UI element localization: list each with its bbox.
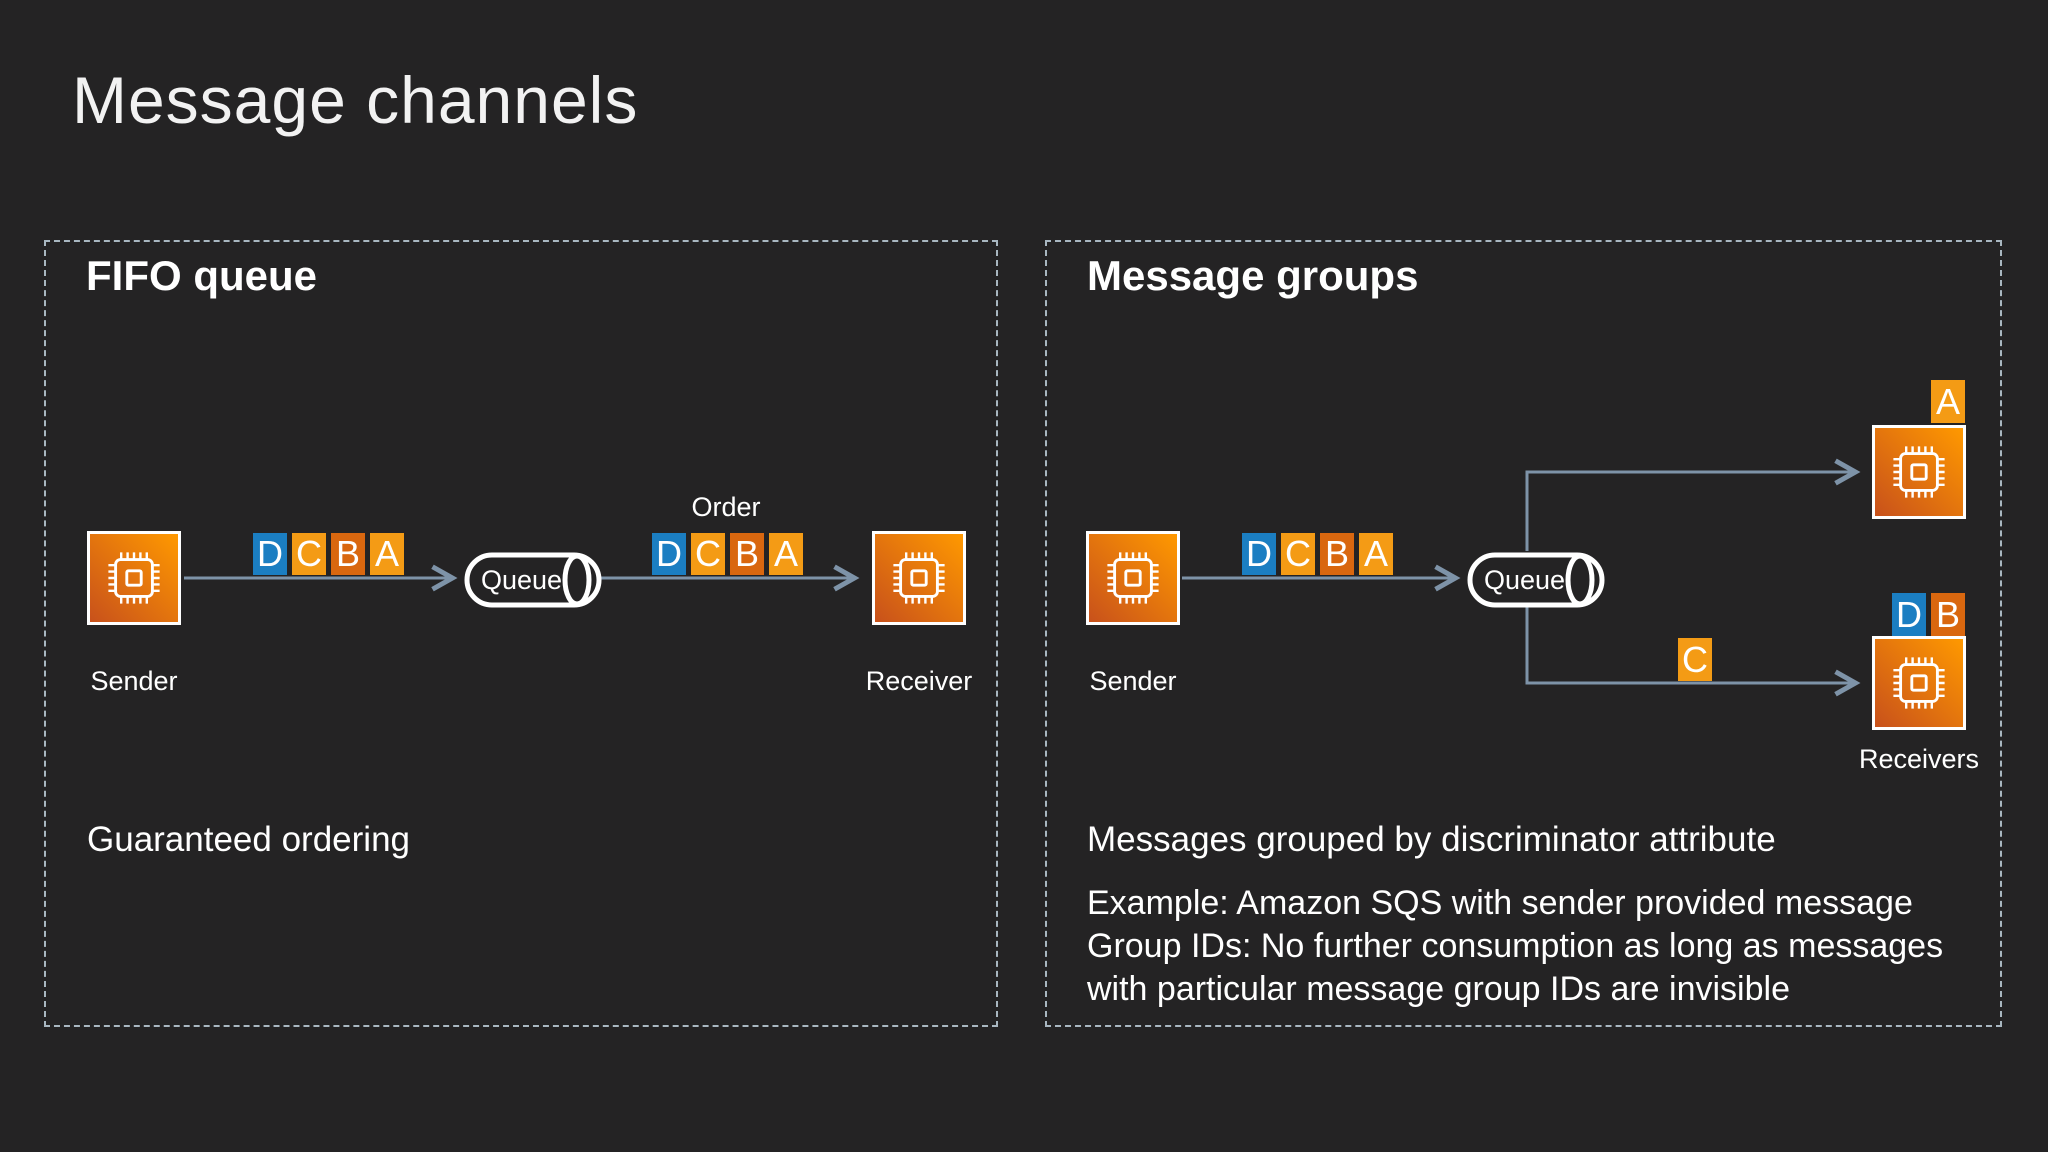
receiver-b-chip-icon (1872, 636, 1966, 730)
queue-icon: Queue (464, 552, 604, 608)
panel-caption: Messages grouped by discriminator attrib… (1087, 820, 1776, 859)
panel-caption: Guaranteed ordering (87, 820, 410, 859)
message-box: C (691, 533, 725, 575)
example-line: Example: Amazon SQS with sender provided… (1087, 884, 1913, 922)
message-box: D (1242, 533, 1276, 575)
example-line: with particular message group IDs are in… (1087, 970, 1790, 1008)
message-box: C (1281, 533, 1315, 575)
message-box: A (1359, 533, 1393, 575)
receiver-chip-icon (872, 531, 966, 625)
receiver-a-chip-icon (1872, 425, 1966, 519)
page-title: Message channels (72, 63, 639, 137)
message-box: B (331, 533, 365, 575)
sender-label: Sender (90, 666, 178, 696)
message-box: A (769, 533, 803, 575)
message-box: D (652, 533, 686, 575)
message-box: B (730, 533, 764, 575)
message-box: D (253, 533, 287, 575)
message-group-out: D C B A (652, 533, 803, 575)
sender-label: Sender (1089, 666, 1177, 696)
message-box: C (292, 533, 326, 575)
sender-chip-icon (1086, 531, 1180, 625)
sender-chip-icon (87, 531, 181, 625)
flow-arrows (184, 242, 996, 1025)
queue-to-receiver-b-arrow (1525, 604, 1853, 683)
example-line: Group IDs: No further consumption as lon… (1087, 927, 1944, 965)
group-a-badge: A (1931, 380, 1965, 423)
in-transit-message-box: C (1678, 638, 1712, 681)
panel-title: Message groups (1087, 252, 1419, 299)
queue-icon: Queue (1467, 552, 1607, 608)
example-text: Example: Amazon SQS with sender provided… (1087, 882, 1943, 1011)
message-box: A (370, 533, 404, 575)
panel-title: FIFO queue (86, 252, 317, 299)
message-groups-panel: Message groups Sender D C B A Queue A C … (1045, 240, 2002, 1027)
receiver-label: Receiver (865, 666, 973, 696)
queue-label: Queue (1484, 564, 1566, 595)
queue-to-receiver-a-arrow (1525, 472, 1853, 551)
message-group-in: D C B A (253, 533, 404, 575)
group-b-badge: B (1931, 593, 1965, 636)
message-group-in: D C B A (1242, 533, 1393, 575)
receivers-label: Receivers (1858, 744, 1980, 774)
flow-arrows (1182, 242, 2000, 1025)
message-box: B (1320, 533, 1354, 575)
group-d-badge: D (1892, 593, 1926, 636)
fifo-queue-panel: FIFO queue Sender D C B A Queue Order D … (44, 240, 998, 1027)
queue-label: Queue (481, 564, 563, 595)
order-label: Order (691, 492, 761, 522)
